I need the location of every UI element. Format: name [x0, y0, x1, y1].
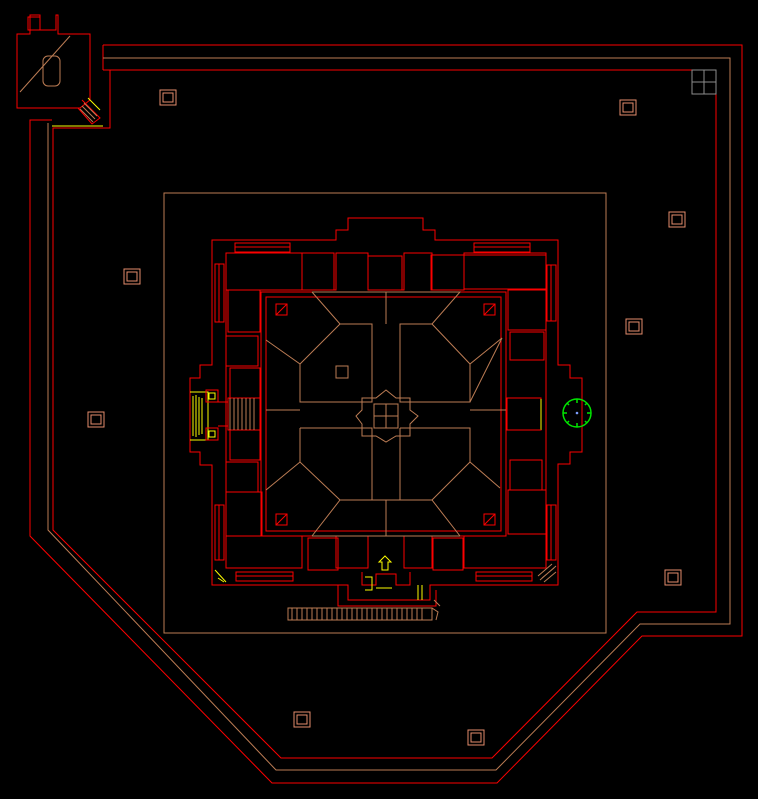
courtyard-border: [163, 192, 607, 634]
square-icon: [123, 268, 141, 285]
square-icon: [470, 732, 482, 743]
square-icon: [668, 211, 686, 228]
square-icon: [296, 714, 308, 725]
square-icon: [90, 414, 102, 425]
square-icon: [159, 89, 177, 106]
player-marker-icon[interactable]: [562, 398, 592, 428]
square-icon: [667, 572, 679, 583]
northwest-tower: [16, 14, 103, 127]
square-icon: [664, 569, 682, 586]
corner-stairs: [214, 563, 557, 583]
northeast-grate: [691, 69, 717, 95]
square-icon: [87, 411, 105, 428]
outer-walls: [29, 44, 743, 784]
square-icon: [625, 318, 643, 335]
square-icon: [467, 729, 485, 746]
central-floor: [265, 291, 506, 537]
main-building: [189, 217, 583, 601]
square-icon: [628, 321, 640, 332]
square-icon: [293, 711, 311, 728]
square-icon: [162, 92, 174, 103]
west-stairs: [190, 389, 255, 441]
up-arrow-icon[interactable]: [377, 555, 393, 571]
square-icon: [126, 271, 138, 282]
square-icon: [622, 102, 634, 113]
square-icon: [671, 214, 683, 225]
square-icon: [619, 99, 637, 116]
corner-pillars: [275, 303, 496, 526]
south-entrance: [287, 572, 441, 621]
east-door: [507, 397, 542, 431]
map-objects: [87, 89, 686, 746]
